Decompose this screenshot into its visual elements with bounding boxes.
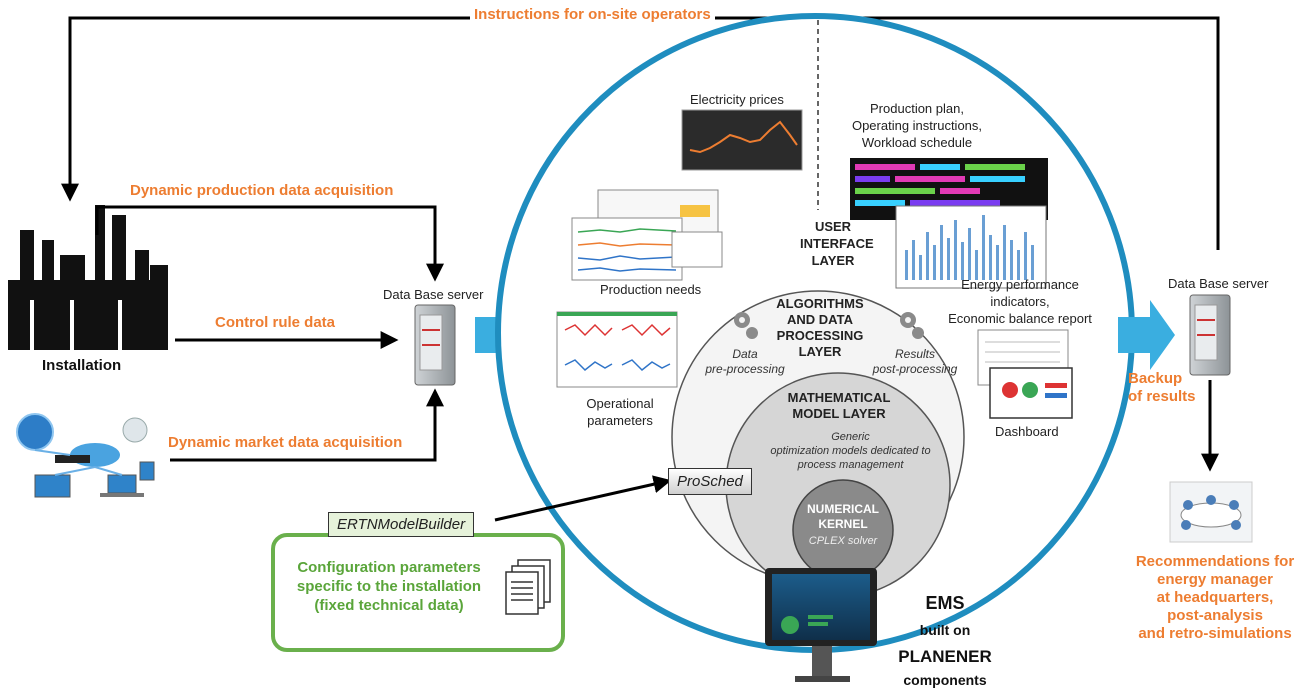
post-processing-label: Results post-processing bbox=[872, 347, 958, 376]
market-acq-label: Dynamic market data acquisition bbox=[168, 434, 403, 451]
config-text: Configuration parameters specific to the… bbox=[296, 559, 482, 614]
control-rule-label: Control rule data bbox=[215, 314, 336, 331]
model-builder-tag: ERTNModelBuilder bbox=[328, 512, 475, 537]
builder-arrow bbox=[494, 475, 672, 522]
factory-icon bbox=[8, 205, 168, 350]
energy-indicators-label: Energy performance indicators, Economic … bbox=[948, 277, 1092, 326]
prosched-tag: ProSched bbox=[668, 468, 752, 495]
math-model-label: MATHEMATICAL MODEL LAYER bbox=[787, 390, 891, 421]
gear-icon-post bbox=[900, 312, 924, 339]
ems-planener: PLANENER bbox=[898, 647, 992, 666]
algorithms-label: ALGORITHMS AND DATA PROCESSING LAYER bbox=[776, 296, 864, 359]
production-plan-label: Production plan, Operating instructions,… bbox=[851, 101, 983, 150]
market-arrow bbox=[170, 388, 444, 462]
backup-label: Backup of results bbox=[1128, 370, 1196, 405]
operational-thumbnail bbox=[556, 311, 678, 388]
dashboard-label: Dashboard bbox=[995, 424, 1059, 439]
monitor-icon bbox=[765, 568, 877, 682]
db-right-label: Data Base server bbox=[1168, 276, 1269, 291]
ems-components: components bbox=[903, 672, 987, 688]
installation-label: Installation bbox=[42, 357, 122, 374]
gear-icon-pre bbox=[734, 312, 758, 339]
big-arrow-right bbox=[1118, 300, 1175, 370]
pre-processing-label: Data pre-processing bbox=[705, 347, 785, 376]
production-needs-label: Production needs bbox=[600, 282, 702, 297]
ems-built-on: built on bbox=[919, 622, 971, 638]
user-interface-label: USER INTERFACE LAYER bbox=[800, 219, 874, 268]
operational-label: Operational parameters bbox=[586, 396, 654, 428]
generic-models-label: Generic optimization models dedicated to… bbox=[770, 431, 931, 471]
db-left-label: Data Base server bbox=[383, 287, 484, 302]
network-icon bbox=[16, 413, 155, 498]
numerical-kernel-label: NUMERICAL KERNEL bbox=[807, 502, 879, 531]
cplex-label: CPLEX solver bbox=[808, 535, 878, 547]
production-plan-thumbnail bbox=[850, 158, 1048, 289]
ems-title: EMS bbox=[925, 593, 965, 613]
db-server-left-icon bbox=[414, 304, 456, 386]
electricity-label: Electricity prices bbox=[690, 92, 784, 107]
meeting-icon bbox=[1169, 481, 1253, 543]
production-acq-label: Dynamic production data acquisition bbox=[130, 182, 394, 199]
production-needs-thumbnail bbox=[571, 189, 723, 281]
recommendations-label: Recommendations for energy manager at he… bbox=[1135, 553, 1295, 642]
electricity-chart-thumbnail bbox=[681, 109, 803, 171]
production-arrow bbox=[95, 205, 444, 282]
db-server-right-icon bbox=[1189, 294, 1231, 376]
dashboard-thumbnail bbox=[989, 367, 1073, 419]
feedback-label: Instructions for on-site operators bbox=[470, 6, 715, 23]
document-stack-icon bbox=[505, 559, 551, 615]
